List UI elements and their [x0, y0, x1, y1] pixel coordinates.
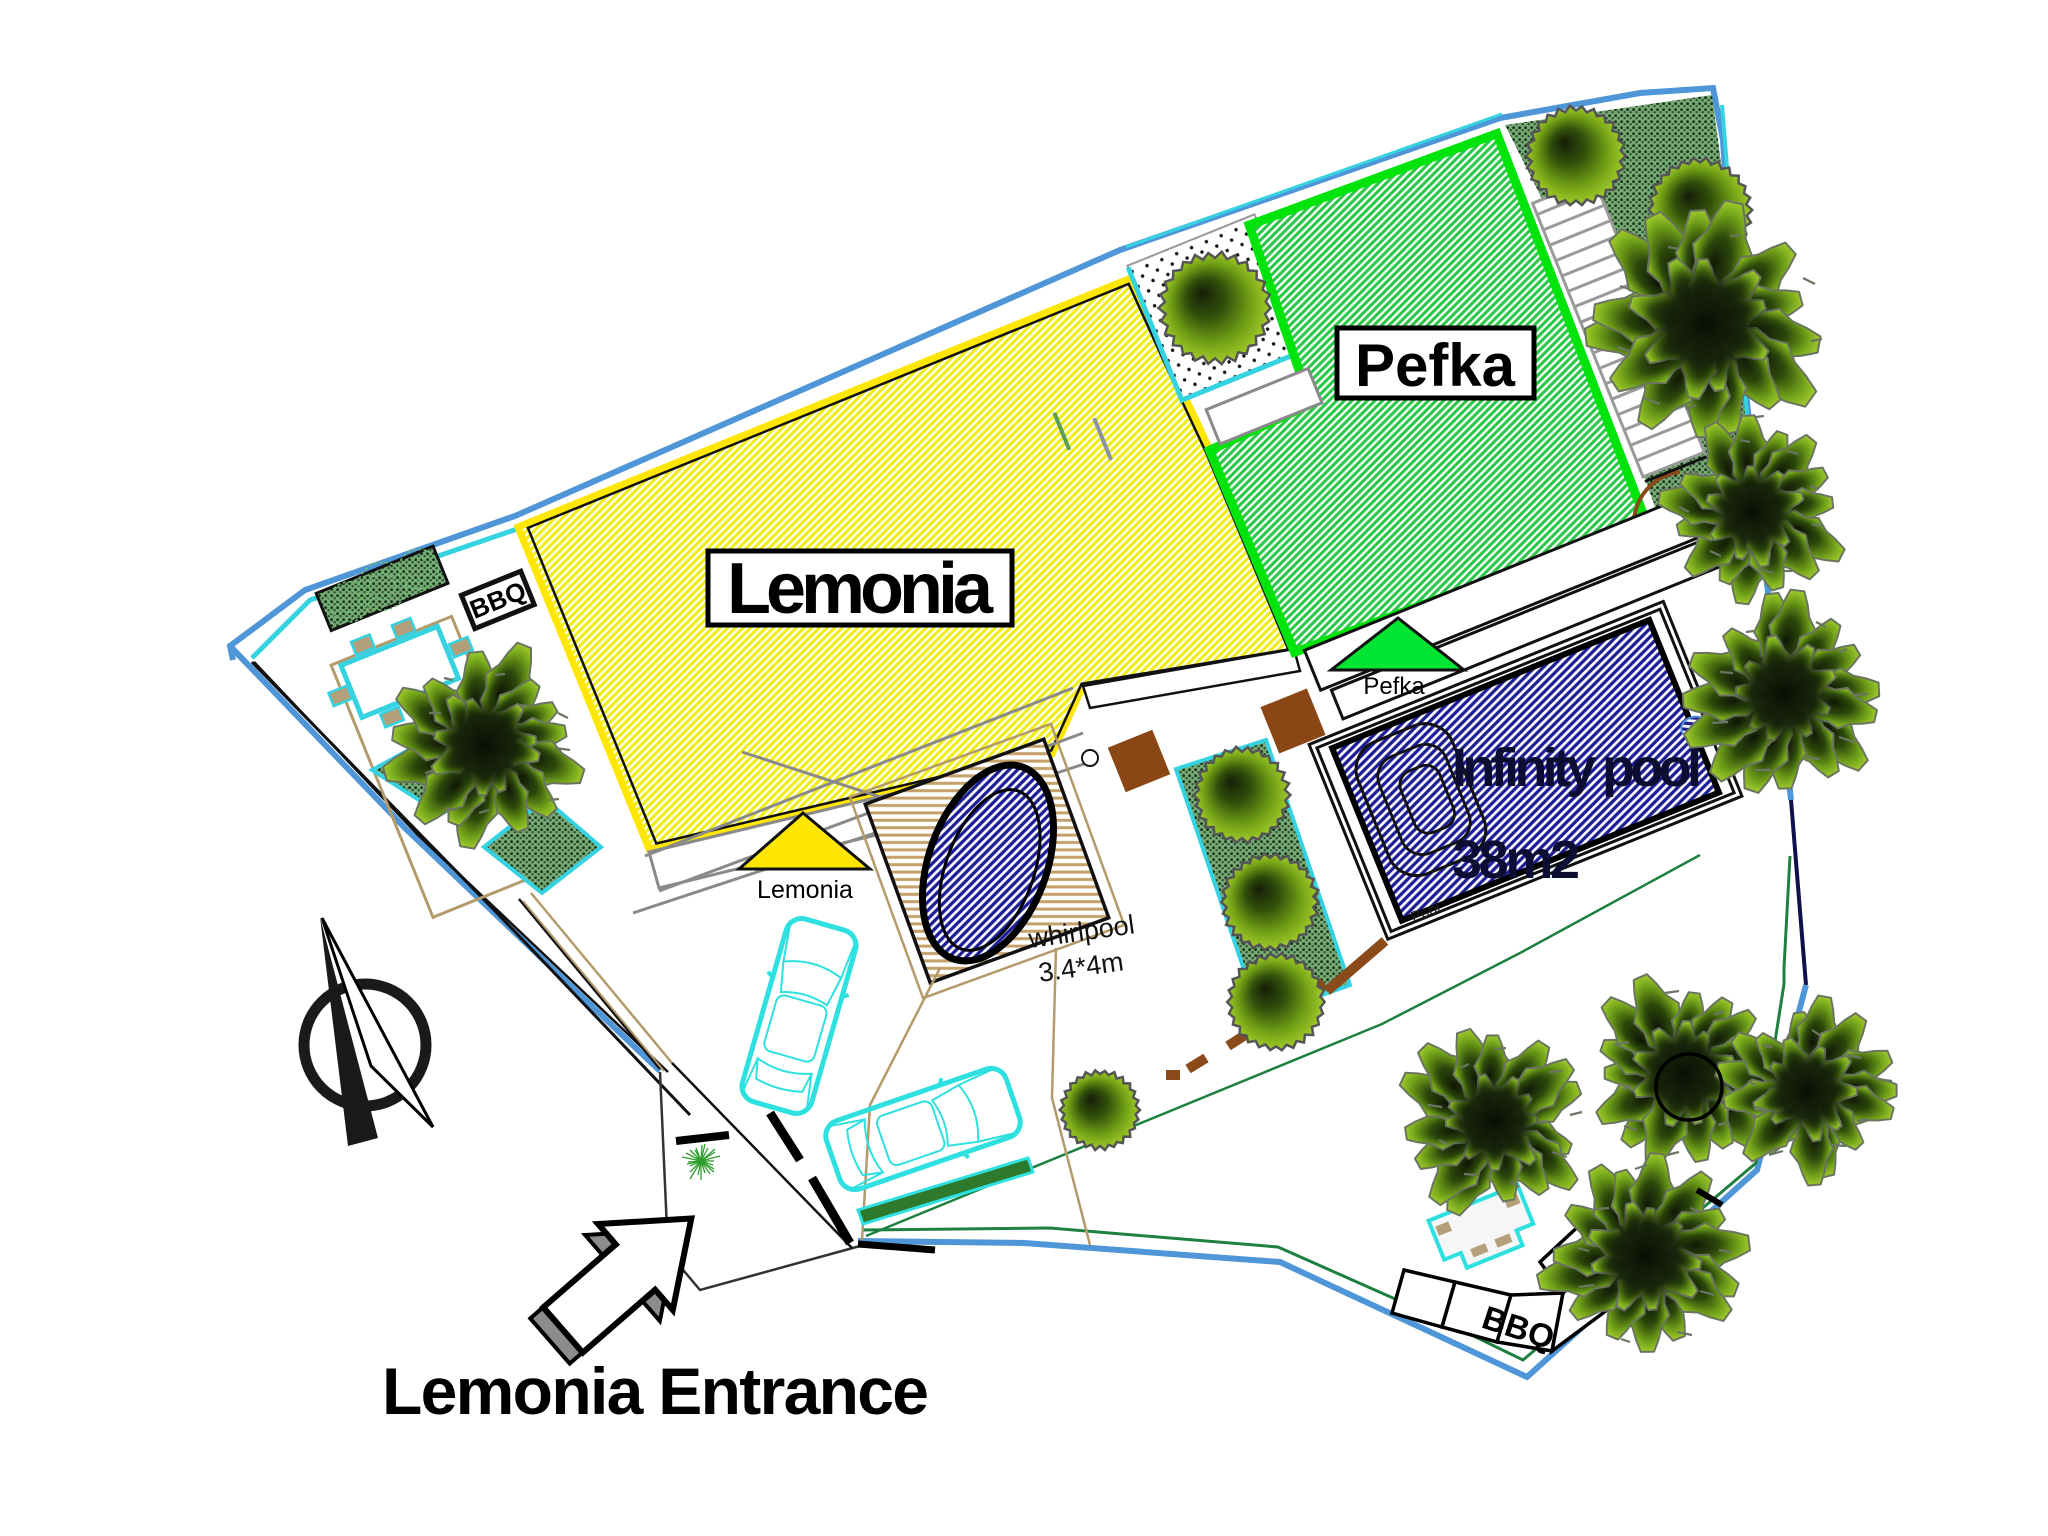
svg-text:Pefka: Pefka [1355, 332, 1516, 399]
svg-text:38m2: 38m2 [1452, 830, 1580, 890]
svg-text:Lemonia: Lemonia [727, 549, 994, 629]
svg-text:Infinity pool: Infinity pool [1452, 738, 1702, 798]
svg-text:Lemonia: Lemonia [757, 876, 853, 904]
svg-text:Pefka: Pefka [1363, 673, 1425, 700]
svg-text:Lemonia Entrance: Lemonia Entrance [382, 1354, 929, 1428]
